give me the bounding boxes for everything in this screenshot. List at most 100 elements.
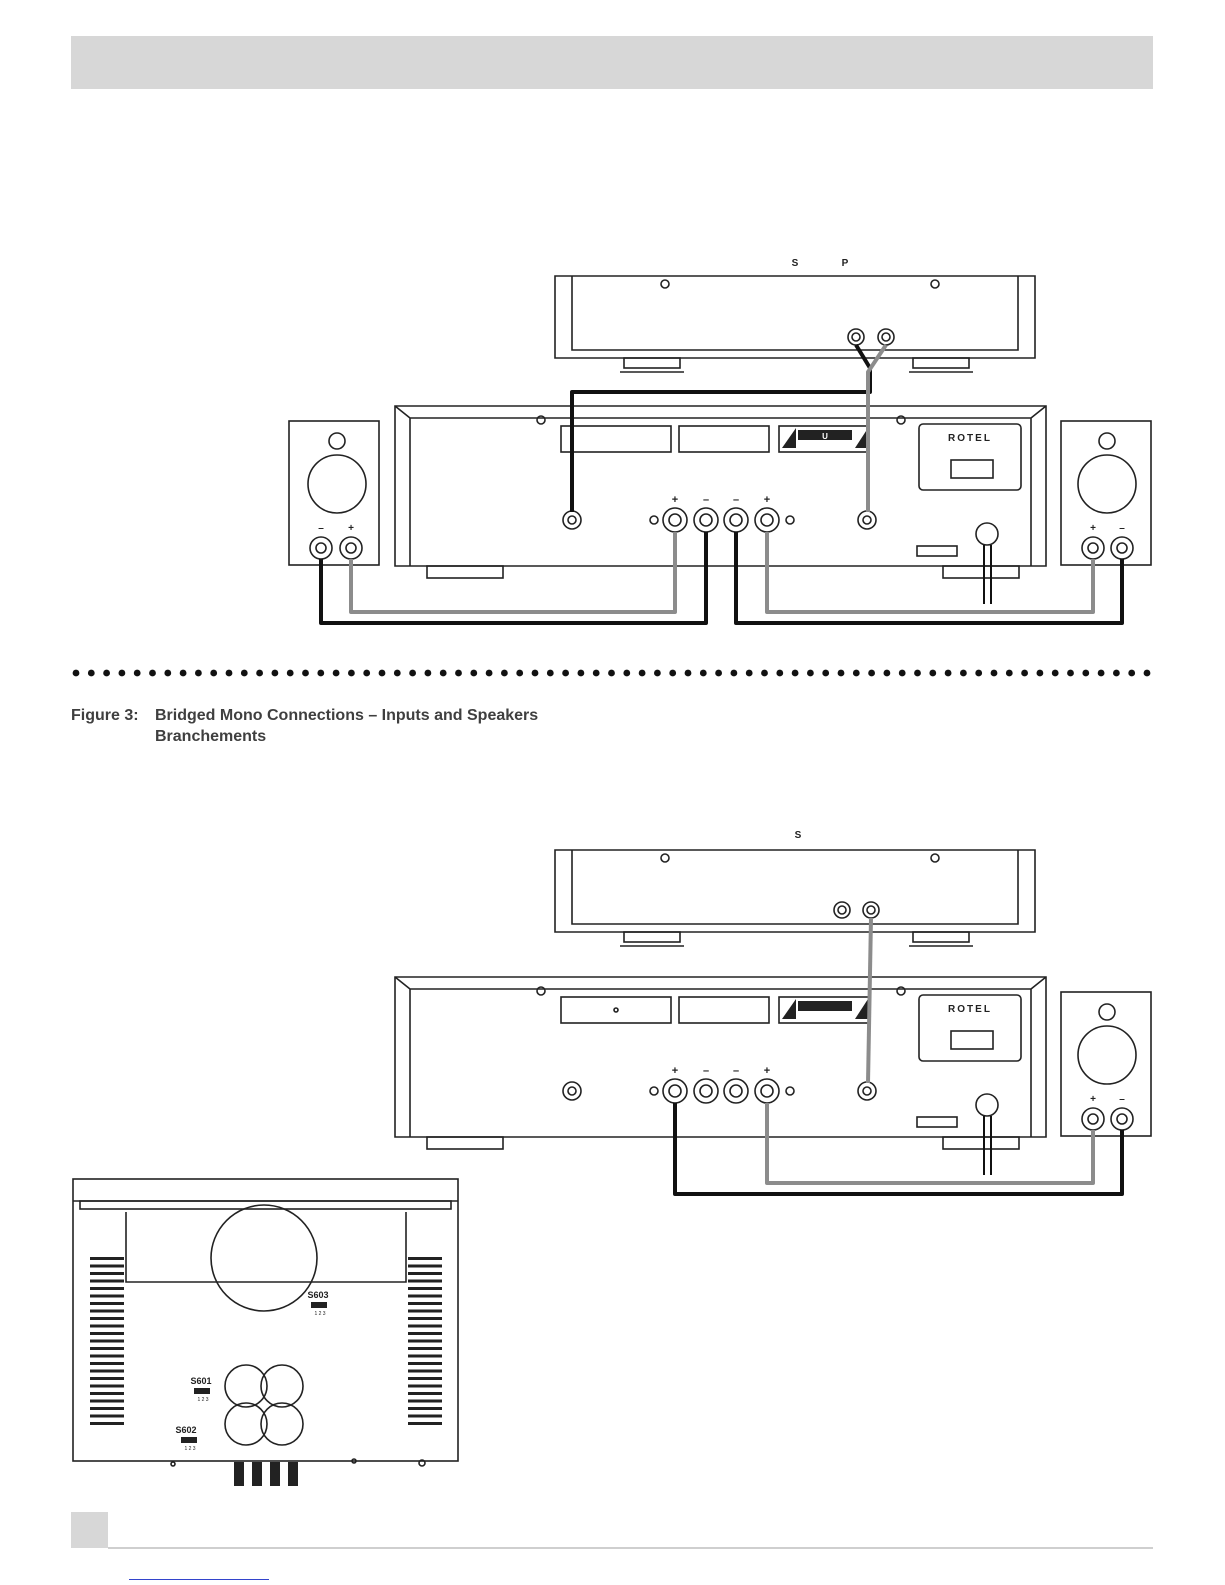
top-left-speaker-minus: – [318, 523, 324, 534]
heatsink-fin [90, 1355, 124, 1358]
separator-dot [1052, 670, 1059, 677]
heatsink-fin [90, 1340, 124, 1343]
top-terminal-minus-1: – [703, 494, 709, 506]
heatsink-fin [408, 1280, 442, 1283]
heatsink-fin [408, 1340, 442, 1343]
switch-s603-positions: 1 2 3 [314, 1311, 325, 1317]
separator-dot [1098, 670, 1105, 677]
heatsink-fin [408, 1385, 442, 1388]
separator-dot [272, 670, 279, 677]
separator-dot [929, 670, 936, 677]
separator-dot [486, 670, 493, 677]
heatsink-fin [90, 1400, 124, 1403]
separator-dot [532, 670, 539, 677]
heatsink-fin [408, 1407, 442, 1410]
separator-dot [302, 670, 309, 677]
separator-dot [639, 670, 646, 677]
bottom-diagram: S [395, 830, 1151, 1194]
heatsink-fin [90, 1385, 124, 1388]
heatsink-fin [90, 1280, 124, 1283]
heatsink-fin [408, 1310, 442, 1313]
separator-dot [700, 670, 707, 677]
top-left-speaker [289, 421, 379, 565]
separator-dot [440, 670, 447, 677]
heatsink-fin [408, 1355, 442, 1358]
separator-dot [256, 670, 263, 677]
heatsink-fin [90, 1422, 124, 1425]
separator-dot [945, 670, 952, 677]
heatsink-fin [90, 1370, 124, 1373]
heatsink-fin [90, 1302, 124, 1305]
heatsink-fin [90, 1362, 124, 1365]
switch-s602-label: S602 [175, 1425, 196, 1435]
separator-dot [455, 670, 462, 677]
separator-dot [761, 670, 768, 677]
heatsink-fin [408, 1302, 442, 1305]
separator-dot [394, 670, 401, 677]
switch-s601-label: S601 [190, 1376, 211, 1386]
separator-dot [731, 670, 738, 677]
heatsink-fin [90, 1407, 124, 1410]
top-source-label-1: S [792, 258, 799, 269]
heatsink-fin [90, 1332, 124, 1335]
heatsink-fin [408, 1332, 442, 1335]
separator-dot [578, 670, 585, 677]
bottom-brand-label: ROTEL [948, 1004, 992, 1015]
separator-dot [1037, 670, 1044, 677]
switch-s602-positions: 1 2 3 [184, 1446, 195, 1452]
separator-dot [685, 670, 692, 677]
bottom-power-cord [984, 1116, 991, 1175]
separator-dot [899, 670, 906, 677]
heatsink-left [90, 1257, 124, 1425]
separator-dot [1144, 670, 1151, 677]
top-source-label-2: P [842, 258, 849, 269]
separator-dot [608, 670, 615, 677]
bottom-speaker-plus: + [1090, 1094, 1096, 1105]
separator-dot [317, 670, 324, 677]
heatsink-fin [408, 1392, 442, 1395]
bottom-speaker-minus: – [1119, 1094, 1125, 1105]
separator-dot [363, 670, 370, 677]
separator-dot [1082, 670, 1089, 677]
separator-dot [776, 670, 783, 677]
separator-dot [287, 670, 294, 677]
separator-dot [975, 670, 982, 677]
separator-dot [746, 670, 753, 677]
switch-s602 [181, 1437, 197, 1443]
separator-dot [868, 670, 875, 677]
top-right-speaker-wire-grey [767, 532, 1093, 612]
separator-dot [884, 670, 891, 677]
separator-dot [1021, 670, 1028, 677]
separator-dot [807, 670, 814, 677]
heatsink-fin [90, 1415, 124, 1418]
dotted-separator [73, 670, 1151, 677]
separator-dot [210, 670, 217, 677]
separator-dot [960, 670, 967, 677]
heatsink-fin [408, 1362, 442, 1365]
separator-dot [991, 670, 998, 677]
heatsink-fin [90, 1392, 124, 1395]
top-terminal-plus-1: + [672, 494, 678, 506]
top-terminal-plus-2: + [764, 494, 770, 506]
bottom-terminal-minus-2: – [733, 1065, 739, 1077]
separator-dot [241, 670, 248, 677]
separator-dot [838, 670, 845, 677]
heatsink-fin [408, 1265, 442, 1268]
switch-s601 [194, 1388, 210, 1394]
heatsink-fin [408, 1377, 442, 1380]
figure-title: Bridged Mono Connections – Inputs and Sp… [155, 705, 538, 726]
top-right-speaker [1061, 421, 1151, 565]
separator-dot [593, 670, 600, 677]
separator-dot [822, 670, 829, 677]
top-right-speaker-minus: – [1119, 523, 1125, 534]
separator-dot [792, 670, 799, 677]
top-left-speaker-wire-grey [351, 532, 675, 612]
heatsink-fin [408, 1295, 442, 1298]
separator-dot [1067, 670, 1074, 677]
top-right-speaker-plus: + [1090, 523, 1096, 534]
separator-dot [164, 670, 171, 677]
separator-dot [425, 670, 432, 677]
separator-dot [547, 670, 554, 677]
separator-dot [623, 670, 630, 677]
